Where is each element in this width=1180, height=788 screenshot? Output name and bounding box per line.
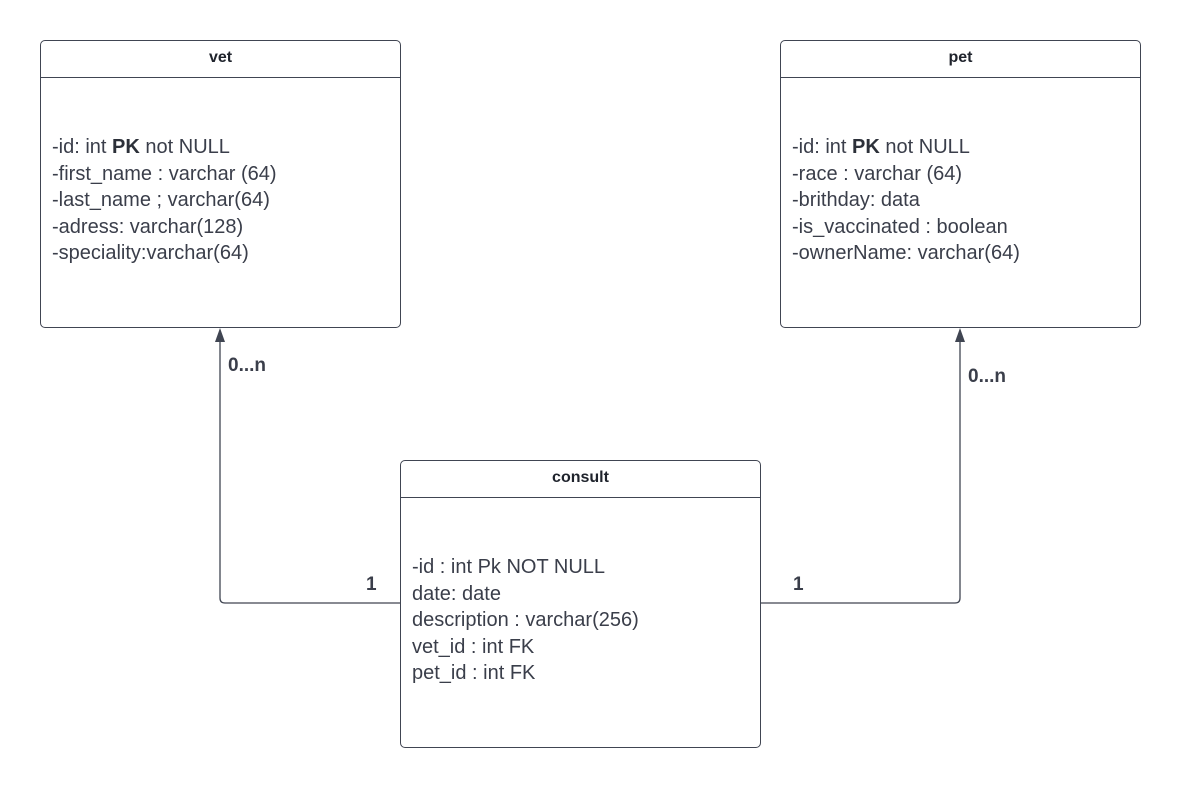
attribute-key-marker: PK [852,136,880,158]
attribute-text: -first_name : varchar (64) [52,162,277,185]
attribute-text-suffix: not NULL [879,136,970,158]
attribute-row: -adress: varchar(128) [52,214,400,241]
attribute-text: pet_id : int FK [412,662,536,684]
attribute-row: -speciality:varchar(64) [52,240,400,267]
attribute-text: -id: int [792,136,853,158]
arrowhead-pet-icon [955,328,965,342]
attribute-row: -id: int PK not NULL [792,134,1140,161]
attribute-text: -ownerName: varchar(64) [792,242,1020,264]
entity-consult[interactable]: consult -id : int Pk NOT NULL date: date d… [400,460,761,748]
attribute-row: -ownerName: varchar(64) [792,240,1140,267]
attribute-row: -is_vaccinated : boolean [792,214,1140,241]
attribute-text: -brithday: data [792,189,920,211]
entity-vet-title: vet [41,41,400,78]
attribute-text: -adress: varchar(128) [52,215,244,238]
attribute-row: -race : varchar (64) [792,161,1140,188]
multiplicity-consult-vet-one: 1 [366,574,377,595]
entity-consult-attributes: -id : int Pk NOT NULL date: date descripti… [401,498,760,687]
entity-vet[interactable]: vet -id: int PK not NULL-first_name : va… [40,40,401,328]
attribute-row: pet_id : int FK [412,660,760,687]
multiplicity-consult-pet-one: 1 [793,574,804,595]
attribute-row: -id: int PK not NULL [52,134,400,161]
attribute-text: -race : varchar (64) [792,162,963,185]
attribute-text-suffix: not NULL [139,136,230,158]
entity-pet[interactable]: pet -id: int PK not NULL-race : varchar … [780,40,1141,328]
attribute-row: -brithday: data [792,187,1140,214]
attribute-text: -id : int Pk NOT NULL [412,556,606,578]
attribute-row: -last_name ; varchar(64) [52,187,400,214]
attribute-text: -last_name ; varchar(64) [52,189,270,211]
connector-consult-pet[interactable] [761,340,961,604]
attribute-row: description : varchar(256) [412,607,760,634]
attribute-row: -id : int Pk NOT NULL [412,554,760,581]
multiplicity-pet-many: 0...n [968,366,1007,387]
multiplicity-vet-many: 0...n [228,355,267,376]
attribute-row: vet_id : int FK [412,634,760,661]
attribute-key-marker: PK [112,136,140,158]
entity-vet-attributes: -id: int PK not NULL-first_name : varcha… [41,78,400,267]
attribute-text: -id: int [52,136,113,158]
entity-pet-attributes: -id: int PK not NULL-race : varchar (64)… [781,78,1140,267]
attribute-text: -is_vaccinated : boolean [792,215,1008,238]
connector-consult-vet[interactable] [219,340,400,604]
entity-pet-title: pet [781,41,1140,78]
attribute-row: date: date [412,581,760,608]
attribute-text: -speciality:varchar(64) [52,242,249,264]
entity-consult-title: consult [401,461,760,498]
arrowhead-vet-icon [215,328,225,342]
attribute-text: date: date [412,582,501,605]
attribute-row: -first_name : varchar (64) [52,161,400,188]
attribute-text: description : varchar(256) [412,609,639,631]
attribute-text: vet_id : int FK [412,635,535,658]
